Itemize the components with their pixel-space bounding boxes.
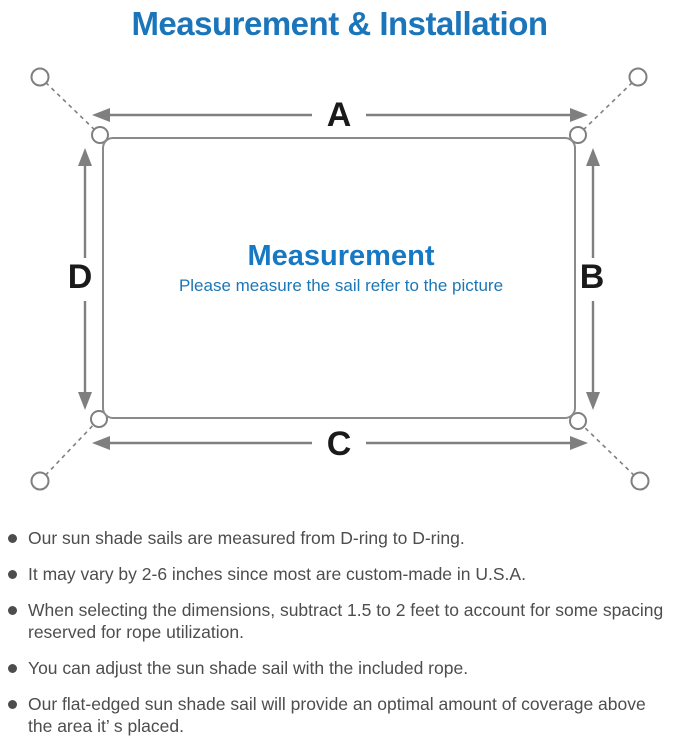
anchor-ring-bottom-right-icon <box>630 471 650 491</box>
d-ring-top-left-icon <box>91 126 109 144</box>
d-ring-bottom-right-icon <box>569 412 587 430</box>
rope-line-top-left <box>39 76 101 136</box>
rope-line-top-right <box>577 76 639 136</box>
dimension-label-a: A <box>327 96 352 134</box>
list-item: When selecting the dimensions, subtract … <box>0 599 671 643</box>
note-text: It may vary by 2-6 inches since most are… <box>28 564 526 584</box>
dimension-arrow-top <box>92 108 588 122</box>
note-text: You can adjust the sun shade sail with t… <box>28 658 469 678</box>
anchor-ring-top-right-icon <box>628 67 648 87</box>
anchor-ring-bottom-left-icon <box>30 471 50 491</box>
page-title: Measurement & Installation <box>131 5 548 42</box>
note-text: When selecting the dimensions, subtract … <box>28 600 664 642</box>
note-text: Our sun shade sails are measured from D-… <box>28 528 465 548</box>
d-ring-top-right-icon <box>569 126 587 144</box>
dimension-arrow-bottom <box>92 436 588 450</box>
bullet-dot-icon <box>8 570 17 579</box>
dimension-arrow-right <box>586 148 600 410</box>
notes-section: Our sun shade sails are measured from D-… <box>0 527 671 739</box>
bullet-dot-icon <box>8 534 17 543</box>
rope-line-bottom-right <box>577 420 641 482</box>
list-item: Our sun shade sails are measured from D-… <box>0 527 671 549</box>
bullet-dot-icon <box>8 700 17 709</box>
measurement-diagram: A C D B Measurement Please measure the s… <box>30 67 650 491</box>
d-ring-bottom-left-icon <box>90 410 108 428</box>
notes-list: Our sun shade sails are measured from D-… <box>0 527 671 737</box>
dimension-arrow-left <box>78 148 92 410</box>
center-heading: Measurement <box>248 240 435 272</box>
anchor-ring-top-left-icon <box>30 67 50 87</box>
note-text: Our flat-edged sun shade sail will provi… <box>28 694 646 736</box>
dimension-label-c: C <box>327 425 352 463</box>
sail-rectangle <box>102 137 576 419</box>
list-item: Our flat-edged sun shade sail will provi… <box>0 693 671 737</box>
bullet-dot-icon <box>8 606 17 615</box>
bullet-dot-icon <box>8 664 17 673</box>
list-item: You can adjust the sun shade sail with t… <box>0 657 671 679</box>
list-item: It may vary by 2-6 inches since most are… <box>0 563 671 585</box>
rope-line-bottom-left <box>39 418 100 482</box>
center-subtitle: Please measure the sail refer to the pic… <box>179 276 503 295</box>
dimension-label-d: D <box>68 258 93 296</box>
dimension-label-b: B <box>580 258 605 296</box>
